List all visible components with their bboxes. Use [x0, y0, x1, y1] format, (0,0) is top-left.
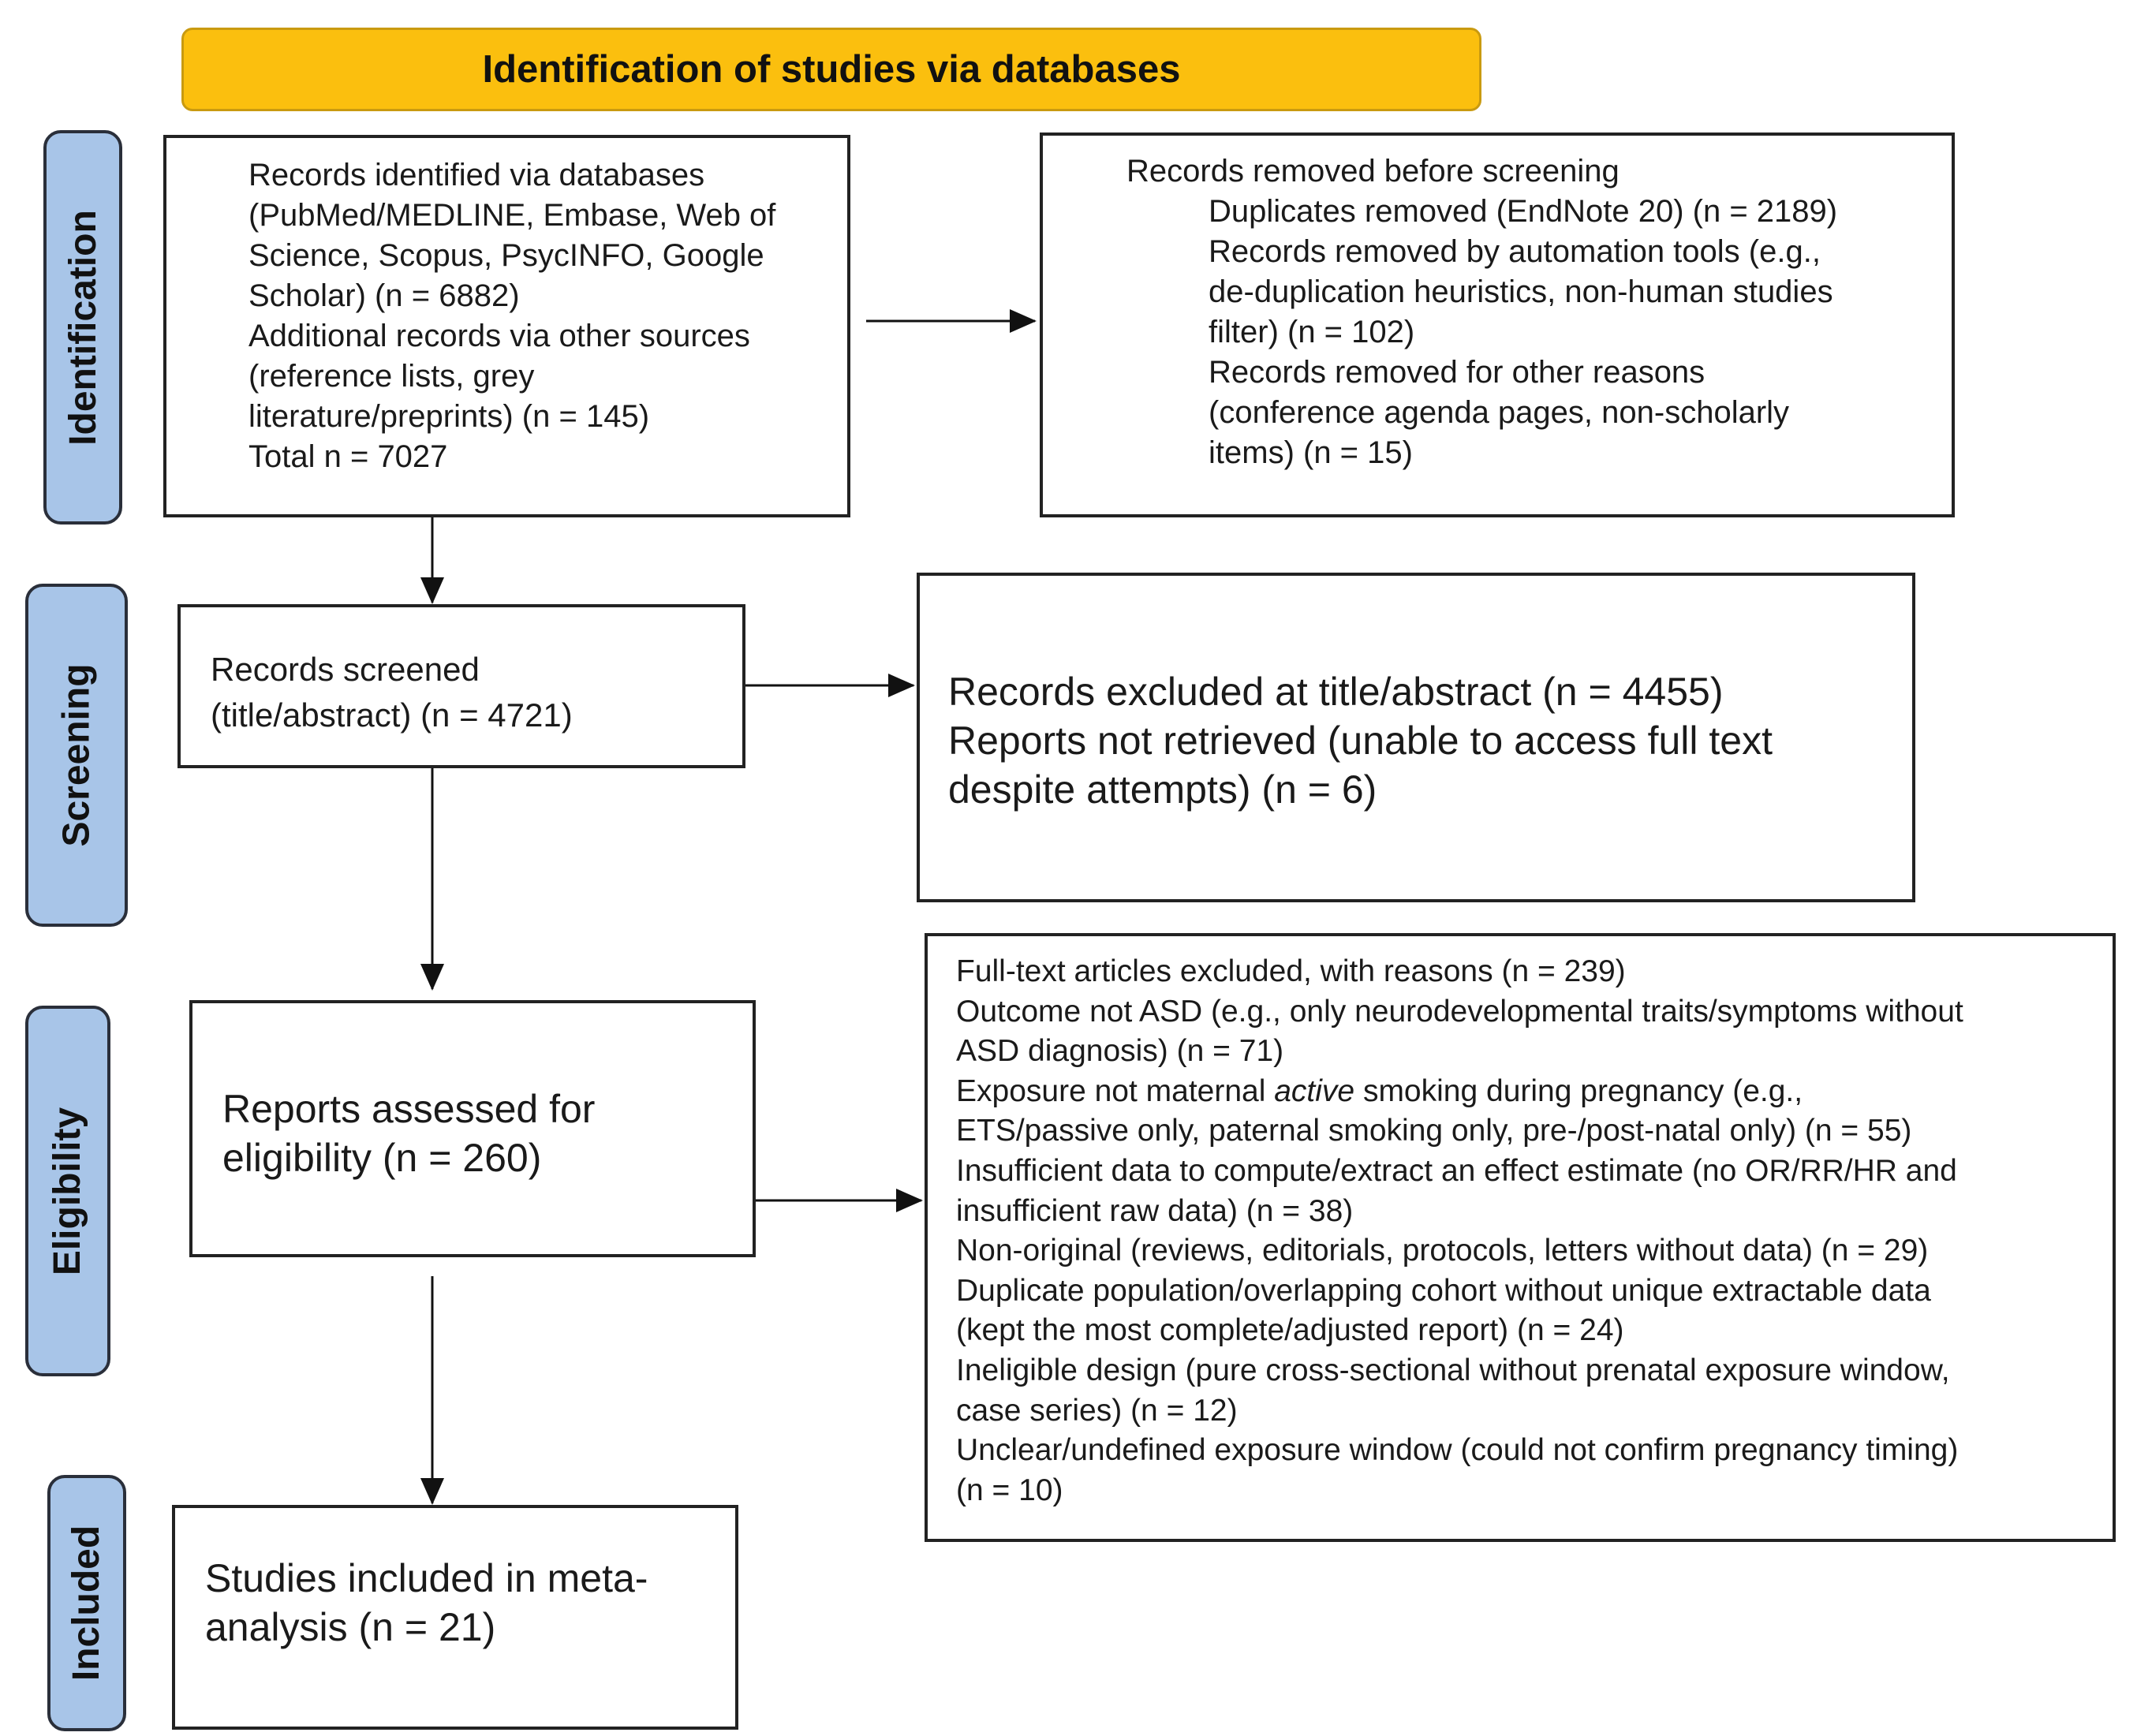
box-line: Records identified via databases	[248, 158, 705, 192]
box-line: Unclear/undefined exposure window (could…	[956, 1433, 1959, 1468]
box-line: Insufficient data to compute/extract an …	[956, 1153, 1957, 1188]
box-line: eligibility (n = 260)	[222, 1136, 542, 1180]
fulltext-excluded-box: Full-text articles excluded, with reason…	[925, 933, 2116, 1542]
box-line: Duplicate population/overlapping cohort …	[956, 1273, 1931, 1308]
header-banner: Identification of studies via databases	[181, 28, 1481, 111]
box-line: Scholar) (n = 6882)	[248, 278, 520, 313]
box-line: Additional records via other sources	[248, 319, 750, 353]
box-line: literature/preprints) (n = 145)	[248, 399, 650, 434]
box-line: filter) (n = 102)	[1209, 315, 1415, 349]
box-line-part: smoking during pregnancy (e.g.,	[1354, 1073, 1803, 1108]
box-line: Ineligible design (pure cross-sectional …	[956, 1353, 1950, 1387]
box-title: Records removed before screening	[1126, 154, 1620, 189]
box-line: Reports not retrieved (unable to access …	[948, 719, 1773, 763]
box-line: (PubMed/MEDLINE, Embase, Web of	[248, 198, 776, 233]
box-line: Records removed by automation tools (e.g…	[1209, 234, 1821, 269]
box-line: despite attempts) (n = 6)	[948, 767, 1377, 812]
emphasis-text: active	[1274, 1073, 1355, 1108]
records-identified-box: Records identified via databases (PubMed…	[163, 135, 850, 517]
box-line: Non-original (reviews, editorials, proto…	[956, 1234, 1929, 1268]
box-line: Records excluded at title/abstract (n = …	[948, 670, 1724, 714]
box-line: ASD diagnosis) (n = 71)	[956, 1034, 1284, 1069]
records-screened-box: Records screened (title/abstract) (n = 4…	[177, 604, 745, 768]
box-line: (kept the most complete/adjusted report)…	[956, 1313, 1624, 1348]
phase-screening: Screening	[25, 584, 128, 927]
box-line: de-duplication heuristics, non-human stu…	[1209, 274, 1833, 309]
box-line: Total n = 7027	[248, 439, 448, 474]
box-line: Science, Scopus, PsycINFO, Google	[248, 238, 764, 273]
header-title: Identification of studies via databases	[482, 48, 1181, 91]
phase-eligibility: Eligibility	[25, 1006, 110, 1376]
box-line: Full-text articles excluded, with reason…	[956, 954, 1626, 988]
box-line: (n = 10)	[956, 1473, 1063, 1507]
box-line: Duplicates removed (EndNote 20) (n = 218…	[1209, 194, 1838, 229]
box-line: Reports assessed for	[222, 1087, 596, 1131]
box-line: Studies included in meta-	[205, 1556, 648, 1600]
box-line: insufficient raw data) (n = 38)	[956, 1193, 1354, 1228]
box-line: Exposure not maternal active smoking dur…	[956, 1072, 2113, 1112]
box-line: Outcome not ASD (e.g., only neurodevelop…	[956, 994, 1963, 1029]
box-line: Records removed for other reasons	[1209, 355, 1705, 390]
records-excluded-box: Records excluded at title/abstract (n = …	[917, 573, 1915, 902]
box-line-part: Exposure not maternal	[956, 1073, 1275, 1108]
phase-included: Included	[47, 1475, 126, 1731]
studies-included-box: Studies included in meta- analysis (n = …	[172, 1505, 738, 1730]
box-line: (conference agenda pages, non-scholarly	[1209, 395, 1790, 430]
removed-before-screening-box: Records removed before screening Duplica…	[1040, 133, 1955, 517]
box-line: analysis (n = 21)	[205, 1605, 496, 1649]
box-line: ETS/passive only, paternal smoking only,…	[956, 1114, 1912, 1148]
reports-assessed-box: Reports assessed for eligibility (n = 26…	[189, 1000, 756, 1257]
box-line: (title/abstract) (n = 4721)	[211, 696, 573, 734]
box-line: case series) (n = 12)	[956, 1393, 1238, 1428]
phase-identification: Identification	[43, 130, 122, 525]
box-line: Records screened	[211, 651, 480, 688]
box-line: items) (n = 15)	[1209, 435, 1413, 470]
box-line: (reference lists, grey	[248, 359, 535, 394]
